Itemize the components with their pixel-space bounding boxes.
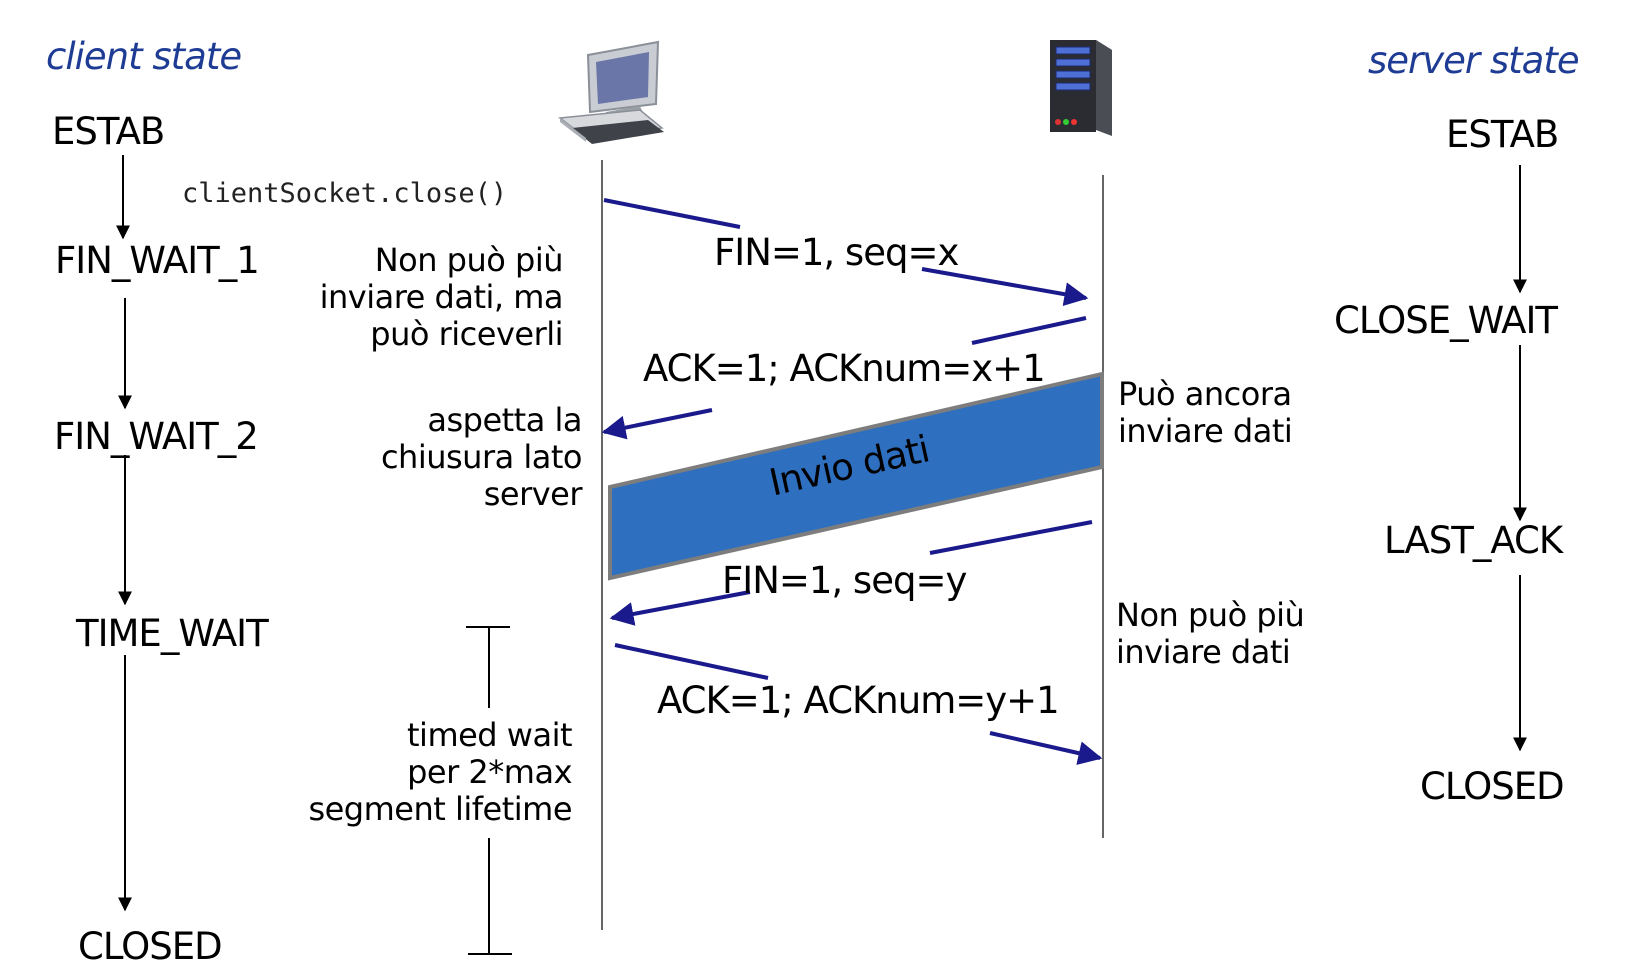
client-state-header: client state	[46, 35, 242, 78]
server-state-last-ack: LAST_ACK	[1384, 519, 1563, 562]
ack-client-arrow	[614, 643, 1103, 765]
server-state-close-wait: CLOSE_WAIT	[1334, 299, 1558, 342]
server-tower-icon	[1050, 40, 1112, 136]
client-close-call: clientSocket.close()	[182, 178, 508, 209]
note-last-ack: Non può più inviare dati	[1116, 596, 1305, 671]
server-state-estab: ESTAB	[1446, 113, 1559, 156]
note-fin-wait-2: aspetta la chiusura lato server	[380, 401, 583, 513]
ack-server-arrow	[601, 316, 1087, 440]
client-state-closed: CLOSED	[78, 925, 223, 968]
note-fin-wait-1: Non può più inviare dati, ma può ricever…	[319, 241, 564, 353]
data-transfer-band	[608, 371, 1104, 581]
client-state-fin-wait-1: FIN_WAIT_1	[55, 239, 260, 282]
fin-client-arrow	[603, 198, 1089, 307]
fin-client-label: FIN=1, seq=x	[714, 231, 959, 274]
note-time-wait: timed wait per 2*max segment lifetime	[308, 716, 572, 828]
client-state-fin-wait-2: FIN_WAIT_2	[54, 415, 259, 458]
fin-server-label: FIN=1, seq=y	[722, 559, 967, 602]
ack-server-label: ACK=1; ACKnum=x+1	[643, 347, 1046, 390]
client-state-estab: ESTAB	[52, 110, 165, 153]
timed-wait-bracket	[466, 626, 512, 955]
server-state-closed: CLOSED	[1420, 765, 1565, 808]
note-close-wait: Può ancora inviare dati	[1118, 375, 1293, 450]
ack-client-label: ACK=1; ACKnum=y+1	[657, 679, 1060, 722]
fin-server-arrow	[609, 520, 1093, 626]
desktop-computer-icon	[558, 40, 664, 144]
server-state-header: server state	[1368, 39, 1580, 82]
client-state-time-wait: TIME_WAIT	[76, 612, 269, 655]
